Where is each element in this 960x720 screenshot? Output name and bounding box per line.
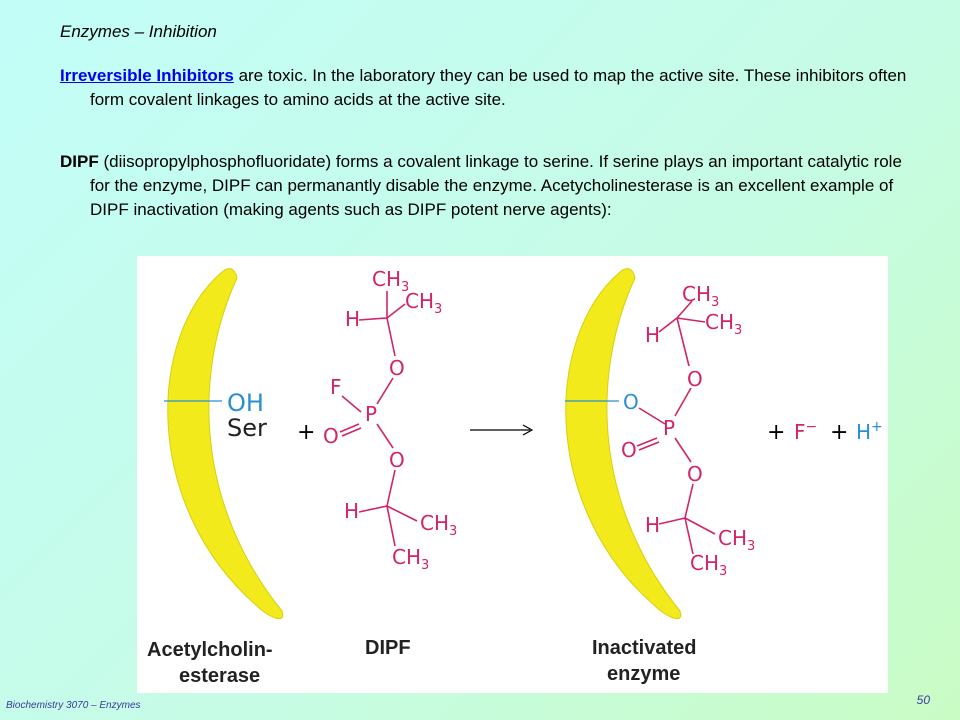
ch3-bottom: CH3 xyxy=(420,511,457,539)
irreversible-inhibitors-link[interactable]: Irreversible Inhibitors xyxy=(60,66,234,85)
caption-enzyme-line1: Acetylcholin- xyxy=(147,639,273,661)
o-top: O xyxy=(389,356,405,380)
inactivated-enzyme-shape xyxy=(565,268,682,620)
plus-3: + xyxy=(830,420,848,445)
ch3-inact-bottom-2: CH3 xyxy=(690,551,727,579)
reaction-diagram: OH Ser + CH3 CH3 H O F P O O xyxy=(147,267,883,687)
h-plus-ion: H+ xyxy=(856,419,883,444)
f-atom: F xyxy=(330,375,342,399)
paragraph-1-text: are toxic. In the laboratory they can be… xyxy=(90,66,907,109)
ch3-top-2: CH3 xyxy=(405,289,442,317)
plus-1: + xyxy=(297,420,315,445)
o-bound-label: O xyxy=(623,390,639,414)
p-inact-atom: P xyxy=(663,416,675,440)
caption-dipf: DIPF xyxy=(365,637,411,659)
h-bottom: H xyxy=(344,499,359,523)
page-number: 50 xyxy=(916,693,930,707)
dipf-term: DIPF xyxy=(60,152,99,171)
h-inact-top: H xyxy=(645,323,660,347)
o-inact-double: O xyxy=(621,438,637,462)
oh-label: OH xyxy=(227,389,264,417)
ch3-top: CH3 xyxy=(372,267,409,295)
acetylcholinesterase-shape xyxy=(167,268,284,620)
o-bottom: O xyxy=(389,448,405,472)
ch3-inact-top: CH3 xyxy=(682,282,719,310)
caption-inactivated-line2: enzyme xyxy=(607,663,680,685)
o-inact-top: O xyxy=(687,367,703,391)
ch3-bottom-2: CH3 xyxy=(392,545,429,573)
h-inact-bottom: H xyxy=(645,513,660,537)
h-top: H xyxy=(345,307,360,331)
dipf-reaction-figure: OH Ser + CH3 CH3 H O F P O O xyxy=(137,256,888,693)
footer-text: Biochemistry 3070 – Enzymes xyxy=(6,700,141,711)
paragraph-dipf: DIPF (diisopropylphosphofluoridate) form… xyxy=(60,150,910,222)
plus-2: + xyxy=(767,420,785,445)
p-atom: P xyxy=(365,402,377,426)
slide-title: Enzymes – Inhibition xyxy=(60,22,217,41)
ch3-inact-bottom: CH3 xyxy=(718,526,755,554)
caption-enzyme-line2: esterase xyxy=(179,665,260,687)
paragraph-irreversible-inhibitors: Irreversible Inhibitors are toxic. In th… xyxy=(60,64,910,112)
paragraph-2-text: (diisopropylphosphofluoridate) forms a c… xyxy=(90,152,902,219)
caption-inactivated-line1: Inactivated xyxy=(592,637,696,659)
ch3-inact-top-2: CH3 xyxy=(705,310,742,338)
o-double: O xyxy=(323,424,339,448)
ser-label: Ser xyxy=(227,414,267,442)
o-inact-bottom: O xyxy=(687,462,703,486)
f-minus-ion: F− xyxy=(794,419,817,444)
